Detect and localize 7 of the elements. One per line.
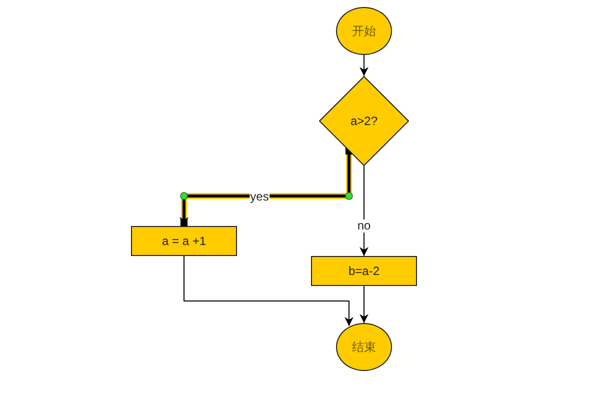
terminal-ellipse: 结束 — [336, 323, 392, 371]
process-box: a = a +1 — [131, 226, 237, 256]
edge-label: no — [356, 220, 372, 232]
process-box: b=a-2 — [311, 256, 417, 286]
decision-diamond: a>2? — [319, 76, 409, 166]
terminal-ellipse: 开始 — [336, 7, 392, 55]
edge-label: yes — [249, 190, 270, 204]
